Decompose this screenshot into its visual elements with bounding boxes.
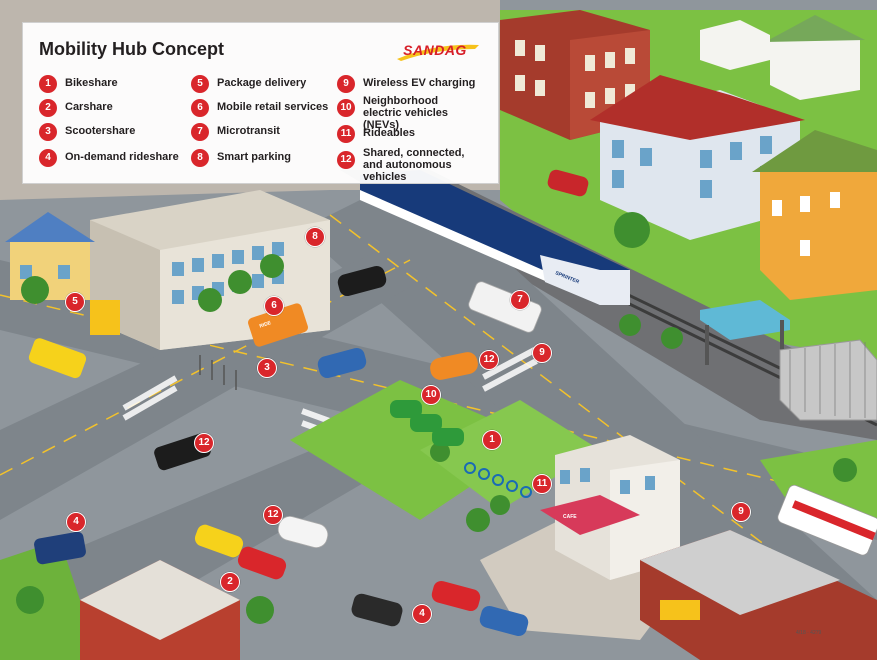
red-car-top: [547, 169, 589, 197]
legend-item: 12 Shared, connected, and autonomous veh…: [337, 147, 487, 183]
legend-item: 3 Scootershare: [39, 123, 179, 147]
legend-number: 12: [337, 151, 355, 169]
delivery-van: [28, 338, 87, 379]
marker-rideshare-left: 4: [66, 512, 86, 532]
legend-label: Scootershare: [65, 125, 136, 137]
blue-car: [317, 347, 367, 379]
transit-shelter: [700, 300, 790, 365]
marker-rideshare-bottom: 4: [412, 604, 432, 624]
legend-item: 7 Microtransit: [191, 123, 331, 147]
legend-number: 10: [337, 99, 355, 117]
legend-label: Package delivery: [217, 77, 307, 89]
white-houses: [700, 15, 865, 100]
legend-item: 6 Mobile retail services: [191, 99, 331, 123]
bikeshare-dock: [464, 462, 532, 498]
legend-item: 1 Bikeshare: [39, 75, 179, 99]
legend-label: Shared, connected, and autonomous vehicl…: [363, 147, 465, 183]
trees: [16, 212, 857, 624]
cafe-building: CAFE: [540, 435, 680, 580]
legend-label: Mobile retail services: [217, 101, 329, 113]
marker-smart-parking: 8: [305, 227, 325, 247]
legend-number: 9: [337, 75, 355, 93]
marker-nevs: 10: [421, 385, 441, 405]
legend-label: Wireless EV charging: [363, 77, 476, 89]
legend-number: 4: [39, 149, 57, 167]
legend-item: 2 Carshare: [39, 99, 179, 123]
legend-label: Microtransit: [217, 125, 280, 137]
marker-microtransit: 7: [510, 290, 530, 310]
bus-sign: MTS: [839, 536, 852, 546]
yellow-house: [752, 130, 877, 300]
marker-autonomous-left: 12: [194, 433, 214, 453]
legend-number: 7: [191, 123, 209, 141]
black-car-top: [337, 265, 387, 297]
marker-bikeshare: 1: [482, 430, 502, 450]
legend-number: 6: [191, 99, 209, 117]
bike-cage: [779, 339, 877, 421]
legend-label: Bikeshare: [65, 77, 118, 89]
logo-swoosh-icon: [397, 44, 479, 61]
legend-item: 8 Smart parking: [191, 149, 331, 173]
legend-panel: Mobility Hub Concept SANDAG 1 Bikeshare …: [22, 22, 499, 184]
vehicles: RIDE MTS: [28, 169, 877, 637]
marker-autonomous-bottom: 12: [263, 505, 283, 525]
sandag-logo: SANDAG: [395, 39, 481, 63]
legend-number: 1: [39, 75, 57, 93]
van-sign: RIDE: [259, 320, 273, 330]
mobile-retail-van: [248, 303, 308, 347]
page-title: Mobility Hub Concept: [39, 39, 224, 59]
nev-cars: [390, 400, 464, 446]
legend-item: 11 Rideables: [337, 125, 487, 149]
legend-number: 8: [191, 149, 209, 167]
legend-item: 10 Neighborhood electric vehicles (NEVs): [337, 95, 487, 131]
sprinter-train: SPRINTER: [360, 170, 630, 305]
legend-label: Rideables: [363, 127, 415, 139]
central-park: [290, 380, 540, 520]
marker-rideables: 11: [532, 474, 552, 494]
logo-text: SANDAG: [403, 42, 467, 58]
footer-code: 4/18 · 4279: [796, 630, 822, 636]
marker-package-delivery: 5: [65, 292, 85, 312]
marker-carshare: 2: [220, 572, 240, 592]
marker-ev-charging-right: 9: [731, 502, 751, 522]
bikeshare-plaza: [420, 400, 600, 510]
autonomous-car-white: [277, 516, 329, 548]
marker-mobile-retail: 6: [264, 296, 284, 316]
lower-left-lawn: [0, 540, 100, 660]
microtransit-van: [468, 281, 542, 333]
rideshare-car-left: [34, 531, 86, 565]
legend-label: On-demand rideshare: [65, 151, 179, 163]
lower-right-building: [640, 530, 877, 660]
legend-item: 9 Wireless EV charging: [337, 75, 487, 99]
legend-item: 4 On-demand rideshare: [39, 149, 189, 173]
legend-label: Smart parking: [217, 151, 291, 163]
blue-car-bottom: [479, 605, 529, 637]
legend-label: Neighborhood electric vehicles (NEVs): [363, 95, 449, 131]
marker-autonomous-top: 12: [479, 350, 499, 370]
legend-label: Carshare: [65, 101, 113, 113]
legend-item: 5 Package delivery: [191, 75, 331, 99]
rideshare-car-bottom: [351, 593, 403, 627]
scooter-dock: [199, 355, 237, 390]
carshare-yellow: [194, 524, 244, 558]
lower-left-building: [80, 560, 240, 660]
cafe-sign: CAFE: [563, 514, 577, 520]
legend-number: 3: [39, 123, 57, 141]
carshare-red: [237, 546, 287, 580]
marker-scootershare: 3: [257, 358, 277, 378]
mts-bus: MTS: [777, 484, 877, 556]
autonomous-car-orange: [430, 352, 478, 380]
legend-number: 11: [337, 125, 355, 143]
red-car-bottom: [431, 580, 481, 612]
legend-number: 5: [191, 75, 209, 93]
legend-number: 2: [39, 99, 57, 117]
marker-ev-charging-top: 9: [532, 343, 552, 363]
